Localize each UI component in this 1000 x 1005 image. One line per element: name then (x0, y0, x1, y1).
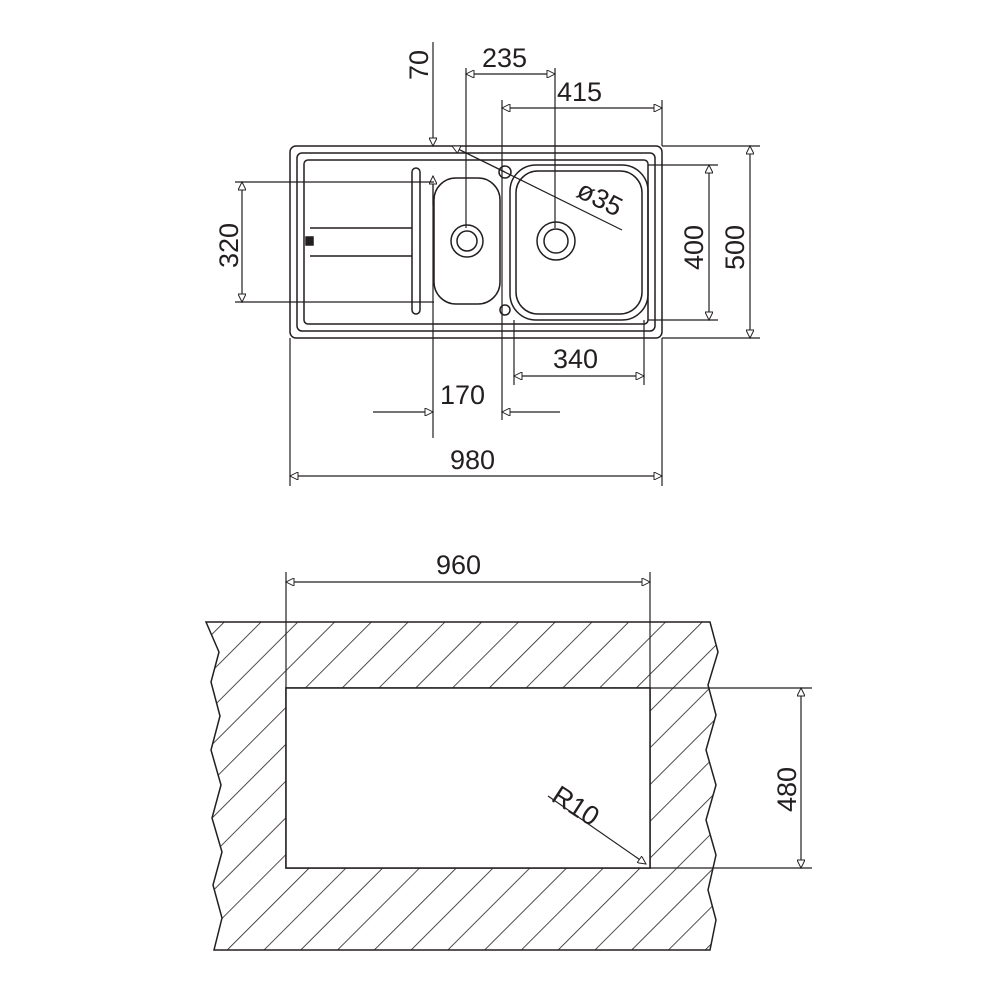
overflow-hole (499, 304, 511, 316)
label-980: 980 (450, 445, 495, 475)
small-bowl-drain-outer (450, 224, 484, 258)
sink-top-view (289, 145, 663, 339)
brand-logo (305, 236, 314, 246)
label-500: 500 (720, 225, 750, 270)
label-400: 400 (679, 225, 709, 270)
label-415: 415 (557, 77, 602, 107)
small-bowl-drain-inner (456, 230, 478, 252)
drainer-area (305, 167, 421, 315)
cutout-dimensions (286, 572, 812, 868)
small-bowl (433, 177, 501, 305)
large-bowl-outer (509, 164, 649, 321)
top-view-labels: 70 235 415 ø35 320 400 500 340 170 980 (214, 43, 750, 475)
drainer-slot (411, 167, 421, 315)
label-320: 320 (214, 223, 244, 268)
radius-leader (547, 795, 646, 864)
label-70: 70 (404, 50, 434, 80)
sink-outer-rim (289, 145, 663, 339)
cutout-opening (285, 687, 651, 869)
label-340: 340 (553, 344, 598, 374)
label-235: 235 (482, 43, 527, 73)
label-170: 170 (440, 380, 485, 410)
label-diameter: ø35 (572, 175, 627, 223)
large-bowl-drain-inner (543, 228, 569, 254)
cutout-view (204, 621, 719, 951)
large-bowl-inner (515, 170, 643, 315)
label-480: 480 (772, 767, 802, 812)
sink-inner-rim (296, 152, 656, 332)
large-bowl-drain-outer (536, 221, 576, 261)
top-view-dimensions (235, 42, 760, 486)
label-960: 960 (436, 550, 481, 580)
tap-hole (498, 165, 512, 179)
